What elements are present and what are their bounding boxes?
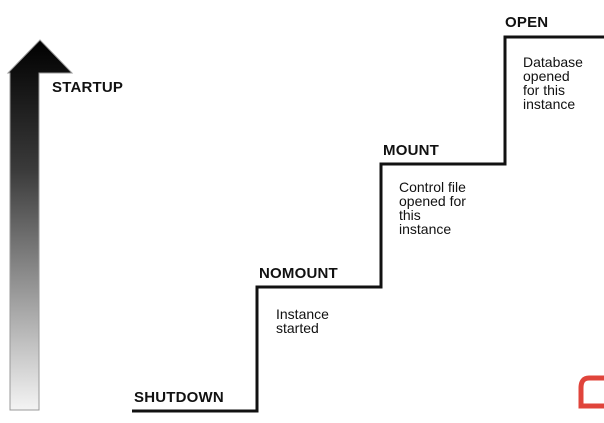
corner-logo-fragment <box>578 375 604 409</box>
nomount-stage-label: NOMOUNT <box>259 265 338 282</box>
shutdown-stage-label: SHUTDOWN <box>134 389 224 406</box>
startup-label: STARTUP <box>52 79 124 96</box>
open-stage-description: Database opened for this instance <box>523 54 583 112</box>
startup-staircase-line <box>132 35 604 413</box>
startup-arrow <box>6 39 74 411</box>
mount-stage-description: Control file opened for this instance <box>399 179 466 237</box>
open-stage-label: OPEN <box>505 14 549 31</box>
nomount-stage-description: Instance started <box>276 306 329 336</box>
mount-stage-label: MOUNT <box>383 142 439 159</box>
